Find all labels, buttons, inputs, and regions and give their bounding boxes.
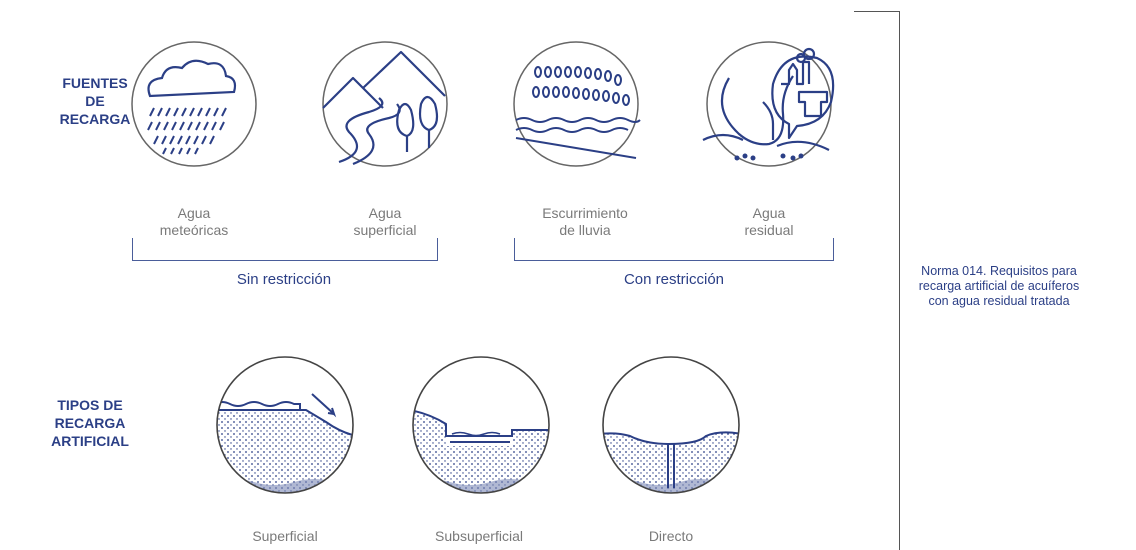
unrestricted-bracket (132, 238, 438, 261)
source-caption-surface: Agua superficial (353, 205, 417, 238)
source-caption-meteoric: Agua meteóricas (159, 205, 229, 238)
type-caption-surface: Superficial (252, 528, 318, 544)
surface-recharge-icon (216, 356, 354, 494)
norm-note: Norma 014. Requisitos para recarga artif… (918, 264, 1080, 308)
sources-section-title: FUENTES DE RECARGA (59, 75, 131, 127)
source-caption-runoff: Escurrimiento de lluvia (542, 205, 628, 238)
restricted-bracket (514, 238, 834, 261)
source-caption-wastewater: Agua residual (744, 205, 794, 238)
rain-runoff-icon (513, 41, 641, 167)
type-caption-direct: Directo (648, 528, 694, 544)
norm-bracket (854, 11, 900, 550)
direct-recharge-icon (602, 356, 740, 494)
mountain-river-icon (322, 41, 448, 167)
type-caption-subsurface: Subsuperficial (435, 528, 523, 544)
types-section-title: TIPOS DE RECARGA ARTIFICIAL (51, 397, 129, 449)
subsurface-recharge-icon (412, 356, 550, 494)
unrestricted-label: Sin restricción (236, 271, 332, 288)
rain-cloud-icon (131, 41, 257, 167)
restricted-label: Con restricción (623, 271, 725, 288)
wastewater-icon (702, 41, 835, 167)
